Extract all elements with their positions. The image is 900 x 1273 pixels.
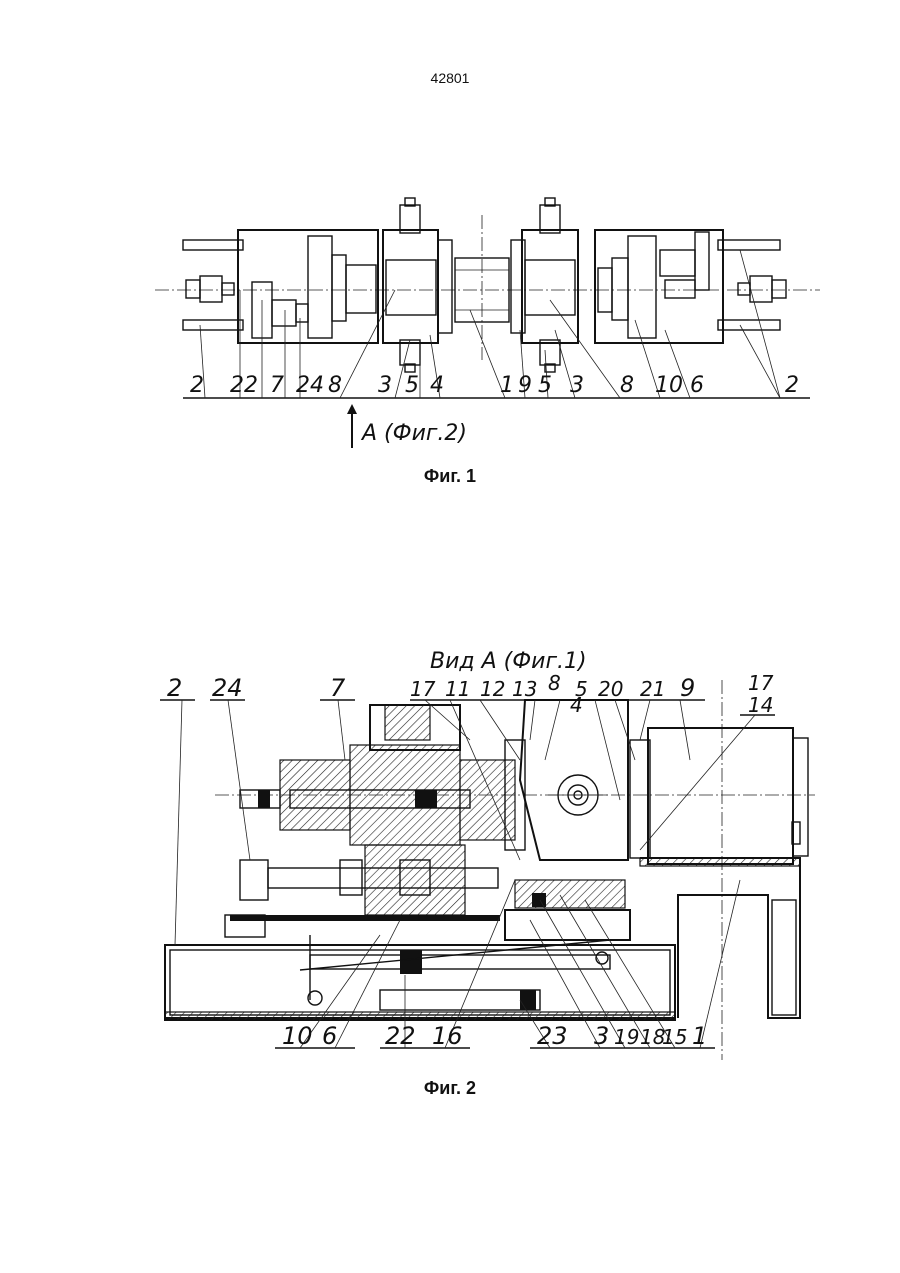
fig2-label-21: 21 xyxy=(640,677,665,701)
view-marker-a: A (Фиг.2) xyxy=(360,421,467,446)
figure-1-drawing: 2 22 7 24 8 3 5 4 1 9 5 3 8 10 6 2 A (Фи… xyxy=(155,198,820,448)
fig2-label-2: 2 xyxy=(167,674,182,702)
fig2-label-16: 16 xyxy=(432,1022,463,1050)
fig2-label-23: 23 xyxy=(537,1022,568,1050)
fig2-label-3: 3 xyxy=(594,1022,609,1050)
fig1-label-7: 7 xyxy=(270,373,284,398)
fig1-label-2-right: 2 xyxy=(785,373,799,398)
figure-2-drawing: Вид A (Фиг.1) xyxy=(160,649,815,1060)
fig1-label-8-right: 8 xyxy=(620,373,634,398)
fig1-label-22: 22 xyxy=(230,373,258,398)
fig1-label-5-left: 5 xyxy=(405,373,419,398)
fig1-label-6: 6 xyxy=(690,373,704,398)
figure-1-caption: Фиг. 1 xyxy=(0,466,900,487)
fig2-label-24: 24 xyxy=(212,674,243,702)
fig2-label-11: 11 xyxy=(445,677,470,701)
fig2-label-1: 1 xyxy=(692,1022,707,1050)
fig1-label-4: 4 xyxy=(430,373,444,398)
fig2-label-8: 8 xyxy=(548,671,561,695)
fig2-label-14: 14 xyxy=(748,693,773,717)
fig2-label-10: 10 xyxy=(282,1022,313,1050)
fig1-label-9: 9 xyxy=(518,373,532,398)
fig1-label-5-right: 5 xyxy=(538,373,552,398)
fig1-label-10: 10 xyxy=(655,373,683,398)
fig1-label-3-left: 3 xyxy=(378,373,392,398)
fig2-label-6: 6 xyxy=(322,1022,337,1050)
fig2-label-19: 19 xyxy=(614,1025,639,1049)
fig1-label-2-left: 2 xyxy=(190,373,204,398)
fig2-label-20: 20 xyxy=(598,677,623,701)
fig1-label-8-left: 8 xyxy=(328,373,342,398)
fig1-label-24: 24 xyxy=(296,373,324,398)
fig2-label-17-left: 17 xyxy=(410,677,436,701)
fig1-label-1: 1 xyxy=(500,373,514,398)
fig2-label-9: 9 xyxy=(680,674,695,702)
fig2-label-7: 7 xyxy=(330,674,346,702)
fig2-label-13: 13 xyxy=(512,677,537,701)
fig2-label-12: 12 xyxy=(480,677,505,701)
figure-2-caption: Фиг. 2 xyxy=(0,1078,900,1099)
view-a-title: Вид A (Фиг.1) xyxy=(430,649,587,674)
fig2-label-15: 15 xyxy=(662,1025,687,1049)
fig2-label-4: 4 xyxy=(570,693,583,717)
fig2-label-22: 22 xyxy=(385,1022,416,1050)
fig1-label-3-right: 3 xyxy=(570,373,584,398)
fig2-label-17-right: 17 xyxy=(748,671,774,695)
